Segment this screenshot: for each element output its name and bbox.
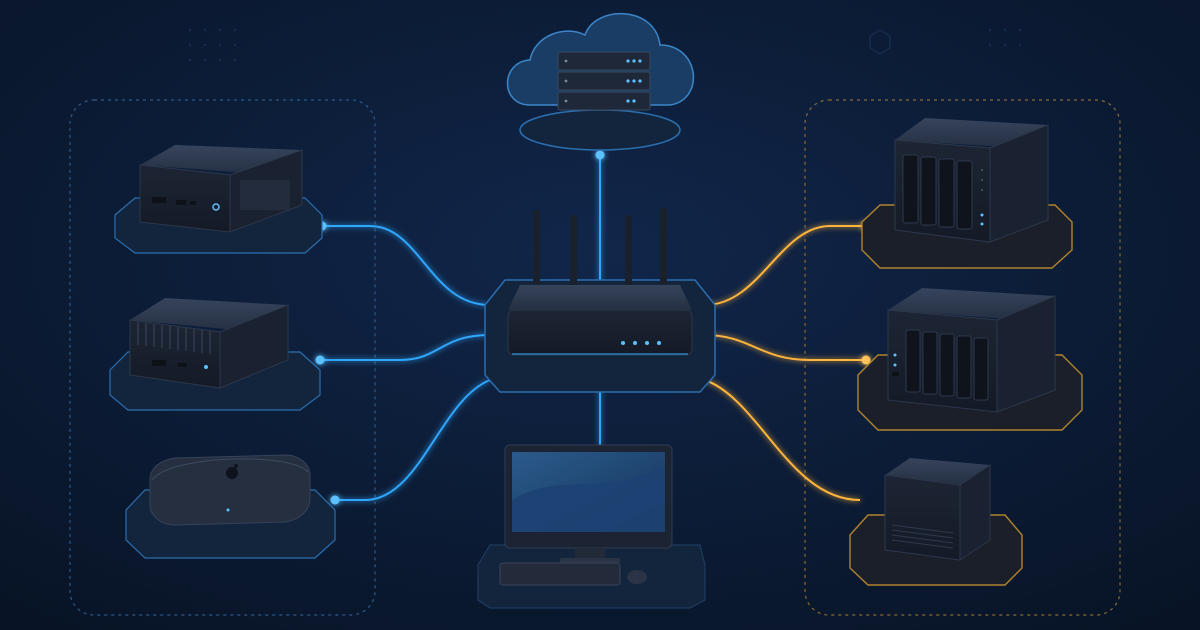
left-zone-outline bbox=[69, 99, 376, 616]
right-zone-outline bbox=[804, 99, 1121, 616]
small-server-node bbox=[849, 458, 1023, 586]
link-router-nas-4 bbox=[704, 225, 866, 306]
background-hexagon bbox=[869, 29, 891, 55]
small-server-icon bbox=[884, 458, 991, 561]
link-mini-pc-router bbox=[322, 225, 491, 306]
link-mac-mini-router bbox=[335, 379, 491, 501]
router-node bbox=[484, 208, 716, 393]
link-router-nas-5 bbox=[704, 334, 866, 361]
keyboard-icon bbox=[499, 562, 621, 586]
mac-mini-node bbox=[125, 454, 336, 559]
desktop-monitor-icon bbox=[499, 444, 673, 586]
mini-pc-icon bbox=[139, 145, 303, 233]
desktop-node bbox=[477, 444, 706, 609]
wifi-router-icon bbox=[507, 208, 693, 356]
nas-4-bay-node bbox=[861, 118, 1073, 269]
background-dot-grid bbox=[188, 28, 1022, 62]
mouse-icon bbox=[627, 570, 647, 584]
cloud-server-icon bbox=[557, 51, 651, 111]
nas-5-bay-node bbox=[857, 288, 1083, 431]
nas-4-bay-icon bbox=[894, 118, 1049, 243]
finned-mini-pc-icon bbox=[129, 298, 289, 389]
finned-pc-node bbox=[109, 298, 321, 411]
mac-mini-icon bbox=[149, 454, 311, 526]
cloud-node bbox=[506, 13, 695, 151]
router-led-indicators bbox=[621, 341, 661, 345]
link-finned-pc-router bbox=[320, 334, 491, 361]
apple-logo-icon bbox=[226, 464, 238, 479]
mini-pc-node bbox=[114, 145, 323, 254]
nas-5-bay-icon bbox=[887, 288, 1056, 413]
link-router-small-server bbox=[704, 379, 861, 501]
amber-links bbox=[704, 225, 866, 501]
blue-links bbox=[320, 155, 601, 501]
